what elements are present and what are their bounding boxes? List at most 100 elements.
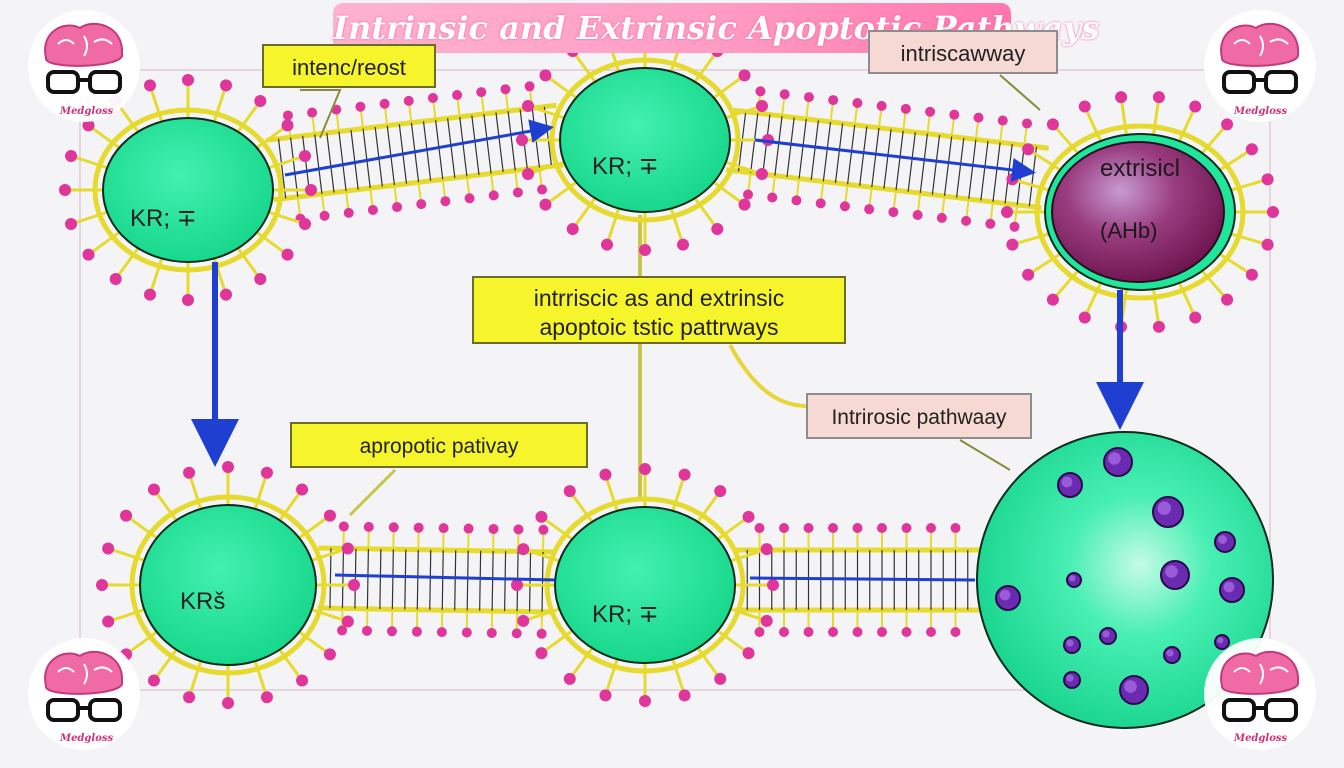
spike-tip: [639, 463, 651, 475]
brain-glasses-logo-icon: [1220, 651, 1300, 695]
label-pink-pathway: Intrirosic pathwaay: [806, 393, 1032, 439]
spike-tip: [779, 627, 789, 637]
spike-tip: [949, 109, 960, 120]
spike-tip: [901, 627, 912, 637]
spike-tip: [1115, 91, 1128, 104]
cell-bottom-middle: [511, 463, 779, 707]
spike-tip: [599, 468, 612, 481]
spike-tip: [1006, 173, 1019, 186]
spike-tip: [566, 222, 579, 235]
arrow-icon: [284, 119, 554, 177]
spike-tip: [743, 189, 754, 200]
brand-text-tr: Medgloss: [1234, 106, 1288, 117]
bridge-bottom-right: [735, 523, 980, 637]
brain-glasses-logo-icon: [44, 23, 124, 67]
cell-label-top-left: KR; ∓: [130, 205, 197, 232]
spike-tip: [65, 150, 78, 163]
spike-tip: [779, 523, 789, 533]
spike-tip: [936, 212, 947, 223]
spike-tip: [711, 222, 724, 235]
spike-tip: [877, 523, 887, 533]
spike-tip: [82, 248, 95, 261]
spike-tip: [852, 97, 863, 108]
spike-tip: [767, 579, 779, 591]
spike-tip: [538, 524, 549, 535]
spike-tip: [900, 103, 911, 114]
spike-tip: [362, 625, 373, 636]
spike-tip: [183, 691, 196, 704]
spike-tip: [1001, 206, 1013, 218]
spike-tip: [985, 218, 996, 229]
spike-tip: [220, 79, 233, 92]
brand-text-br: Medgloss: [1234, 733, 1288, 744]
spike-tip: [319, 210, 330, 221]
label-center-line1: intrriscic as and extrinsic: [533, 285, 785, 311]
spike-tip: [403, 95, 414, 106]
spike-tip: [678, 468, 691, 481]
spike-tip: [307, 107, 318, 118]
spike-tip: [413, 522, 424, 533]
cell-top-middle: [516, 24, 774, 256]
spike-tip: [1046, 118, 1059, 131]
spike-tip: [281, 119, 294, 132]
spike-tip: [260, 691, 273, 704]
spike-tip: [755, 100, 768, 113]
spike-tip: [355, 101, 366, 112]
spike-tip: [102, 542, 115, 555]
spike-tip: [767, 192, 778, 203]
spike-tip: [367, 204, 378, 215]
label-top-right: intriscawway: [868, 30, 1058, 74]
spike-tip: [677, 238, 690, 251]
spike-tip: [120, 509, 133, 522]
spike-tip: [427, 92, 438, 103]
spike-tip: [517, 543, 530, 556]
spike-tip: [517, 614, 530, 627]
cell-label-top-right-2: (AHb): [1100, 218, 1158, 243]
spike-tip: [1078, 311, 1091, 324]
spike-tip: [522, 100, 535, 113]
spike-tip: [1006, 238, 1019, 251]
leader-lines: [300, 74, 1041, 517]
spike-tip: [828, 627, 838, 637]
spike-tip: [96, 579, 108, 591]
cell-top-right: [1001, 91, 1279, 333]
spike-tip: [1189, 100, 1202, 113]
spike-tip: [363, 521, 374, 532]
spike-tip: [828, 523, 838, 533]
brand-logos: [28, 10, 1316, 750]
spike-tip: [864, 204, 875, 215]
spike-tip: [1221, 293, 1234, 306]
pathway-arrows: [191, 262, 1144, 467]
spike-tip: [388, 522, 399, 533]
spike-tip: [1022, 268, 1035, 281]
spike-tip: [513, 524, 524, 535]
spike-tip: [341, 542, 354, 555]
spike-tip: [511, 579, 523, 591]
spike-tip: [714, 485, 727, 498]
cell-body: [976, 431, 1274, 729]
spike-tip: [803, 523, 814, 533]
cell-body: [559, 67, 731, 213]
spike-tip: [1245, 143, 1258, 156]
spike-tip: [59, 184, 71, 196]
spike-tip: [436, 627, 447, 638]
spike-tip: [760, 614, 773, 627]
spike-tip: [539, 198, 552, 211]
spike-tip: [714, 672, 727, 685]
spike-tip: [563, 672, 576, 685]
spike-tip: [760, 543, 773, 556]
spike-tip: [488, 523, 499, 534]
spike-tip: [755, 167, 768, 180]
spike-tip: [738, 69, 751, 82]
label-center-line2: apoptoic tstic pattrways: [539, 314, 779, 340]
spike-tip: [1267, 206, 1279, 218]
spike-tip: [1009, 221, 1020, 232]
brand-text-tl: Medgloss: [60, 106, 114, 117]
logo-top-left: [28, 10, 140, 122]
cell-body: [554, 506, 736, 664]
spike-tip: [102, 615, 115, 628]
spike-tip: [147, 674, 160, 687]
spike-tip: [511, 628, 522, 639]
